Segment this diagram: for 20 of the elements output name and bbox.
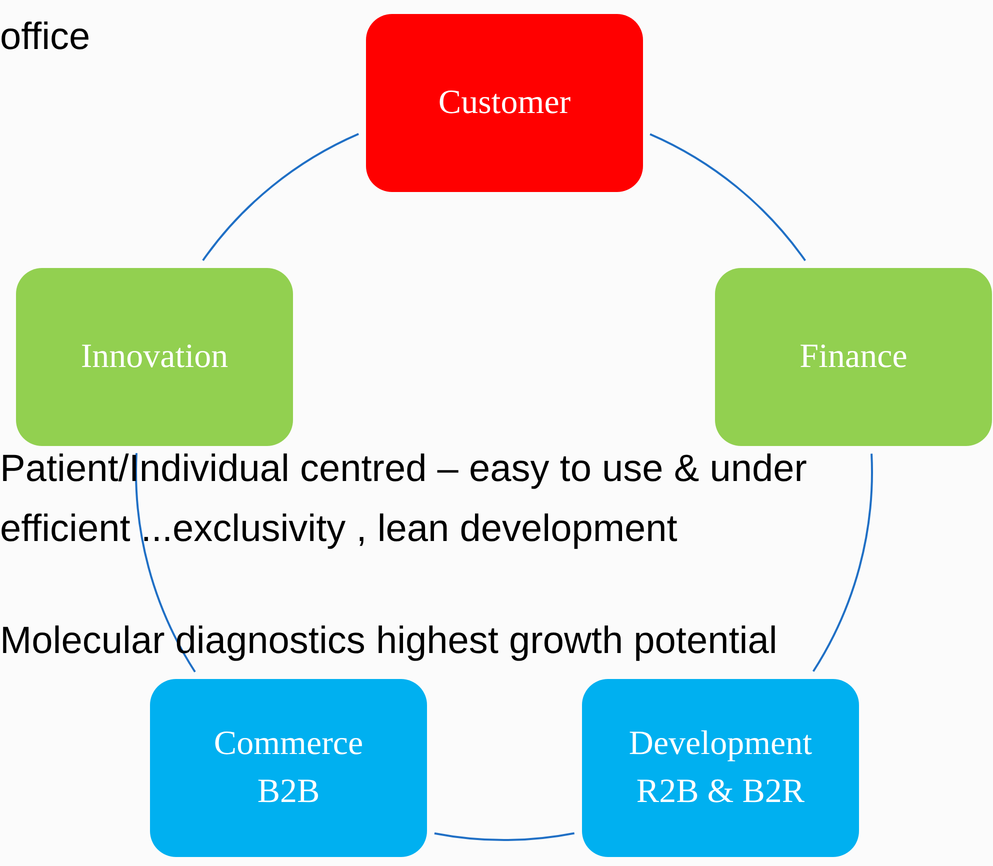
connector-arc — [812, 454, 873, 672]
box-label: Innovation — [80, 337, 228, 377]
connector-arc — [434, 832, 574, 841]
box-label: B2B — [257, 772, 320, 812]
connector-arc — [202, 133, 360, 262]
connector-arc — [135, 453, 196, 672]
rounded-box — [715, 268, 992, 446]
rounded-box — [366, 14, 643, 192]
connector-arc — [650, 133, 806, 262]
box-label: Finance — [800, 337, 908, 377]
box-label: R2B & B2R — [636, 772, 805, 812]
text-line: office — [0, 15, 90, 60]
box-label: Development — [628, 724, 812, 764]
rounded-box — [150, 679, 427, 857]
rounded-box — [582, 679, 859, 857]
box-label: Customer — [438, 83, 571, 123]
rounded-box — [16, 268, 293, 446]
box-label: Commerce — [214, 724, 364, 764]
text-line: Molecular diagnostics highest growth potential — [0, 619, 778, 664]
text-line: efficient ...exclusivity , lean development — [0, 507, 678, 552]
